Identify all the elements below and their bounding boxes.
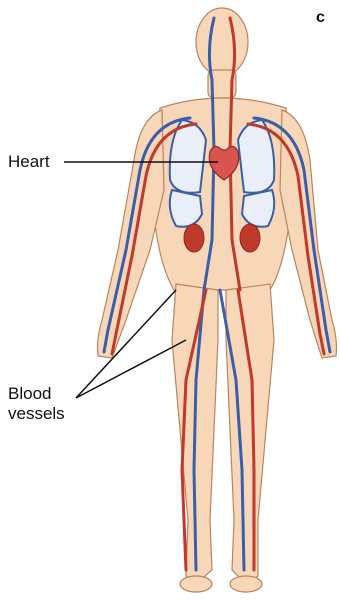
arm-left (98, 110, 165, 358)
heart-label: Heart (8, 152, 50, 172)
head (196, 8, 248, 76)
foot-right (230, 576, 262, 592)
blood-vessels-label-line2: vessels (8, 404, 65, 424)
leg-right (226, 284, 274, 584)
panel-letter: c (316, 8, 325, 28)
kidney-right (240, 224, 260, 252)
lower-network-left (170, 190, 202, 227)
lower-network-right (242, 190, 274, 227)
blood-vessels-label: Blood vessels (8, 384, 65, 424)
kidney-left (184, 224, 204, 252)
vessels-leader-2 (76, 340, 186, 398)
body-silhouette (98, 8, 337, 592)
blood-vessels-label-line1: Blood (8, 384, 65, 404)
foot-left (180, 576, 212, 592)
